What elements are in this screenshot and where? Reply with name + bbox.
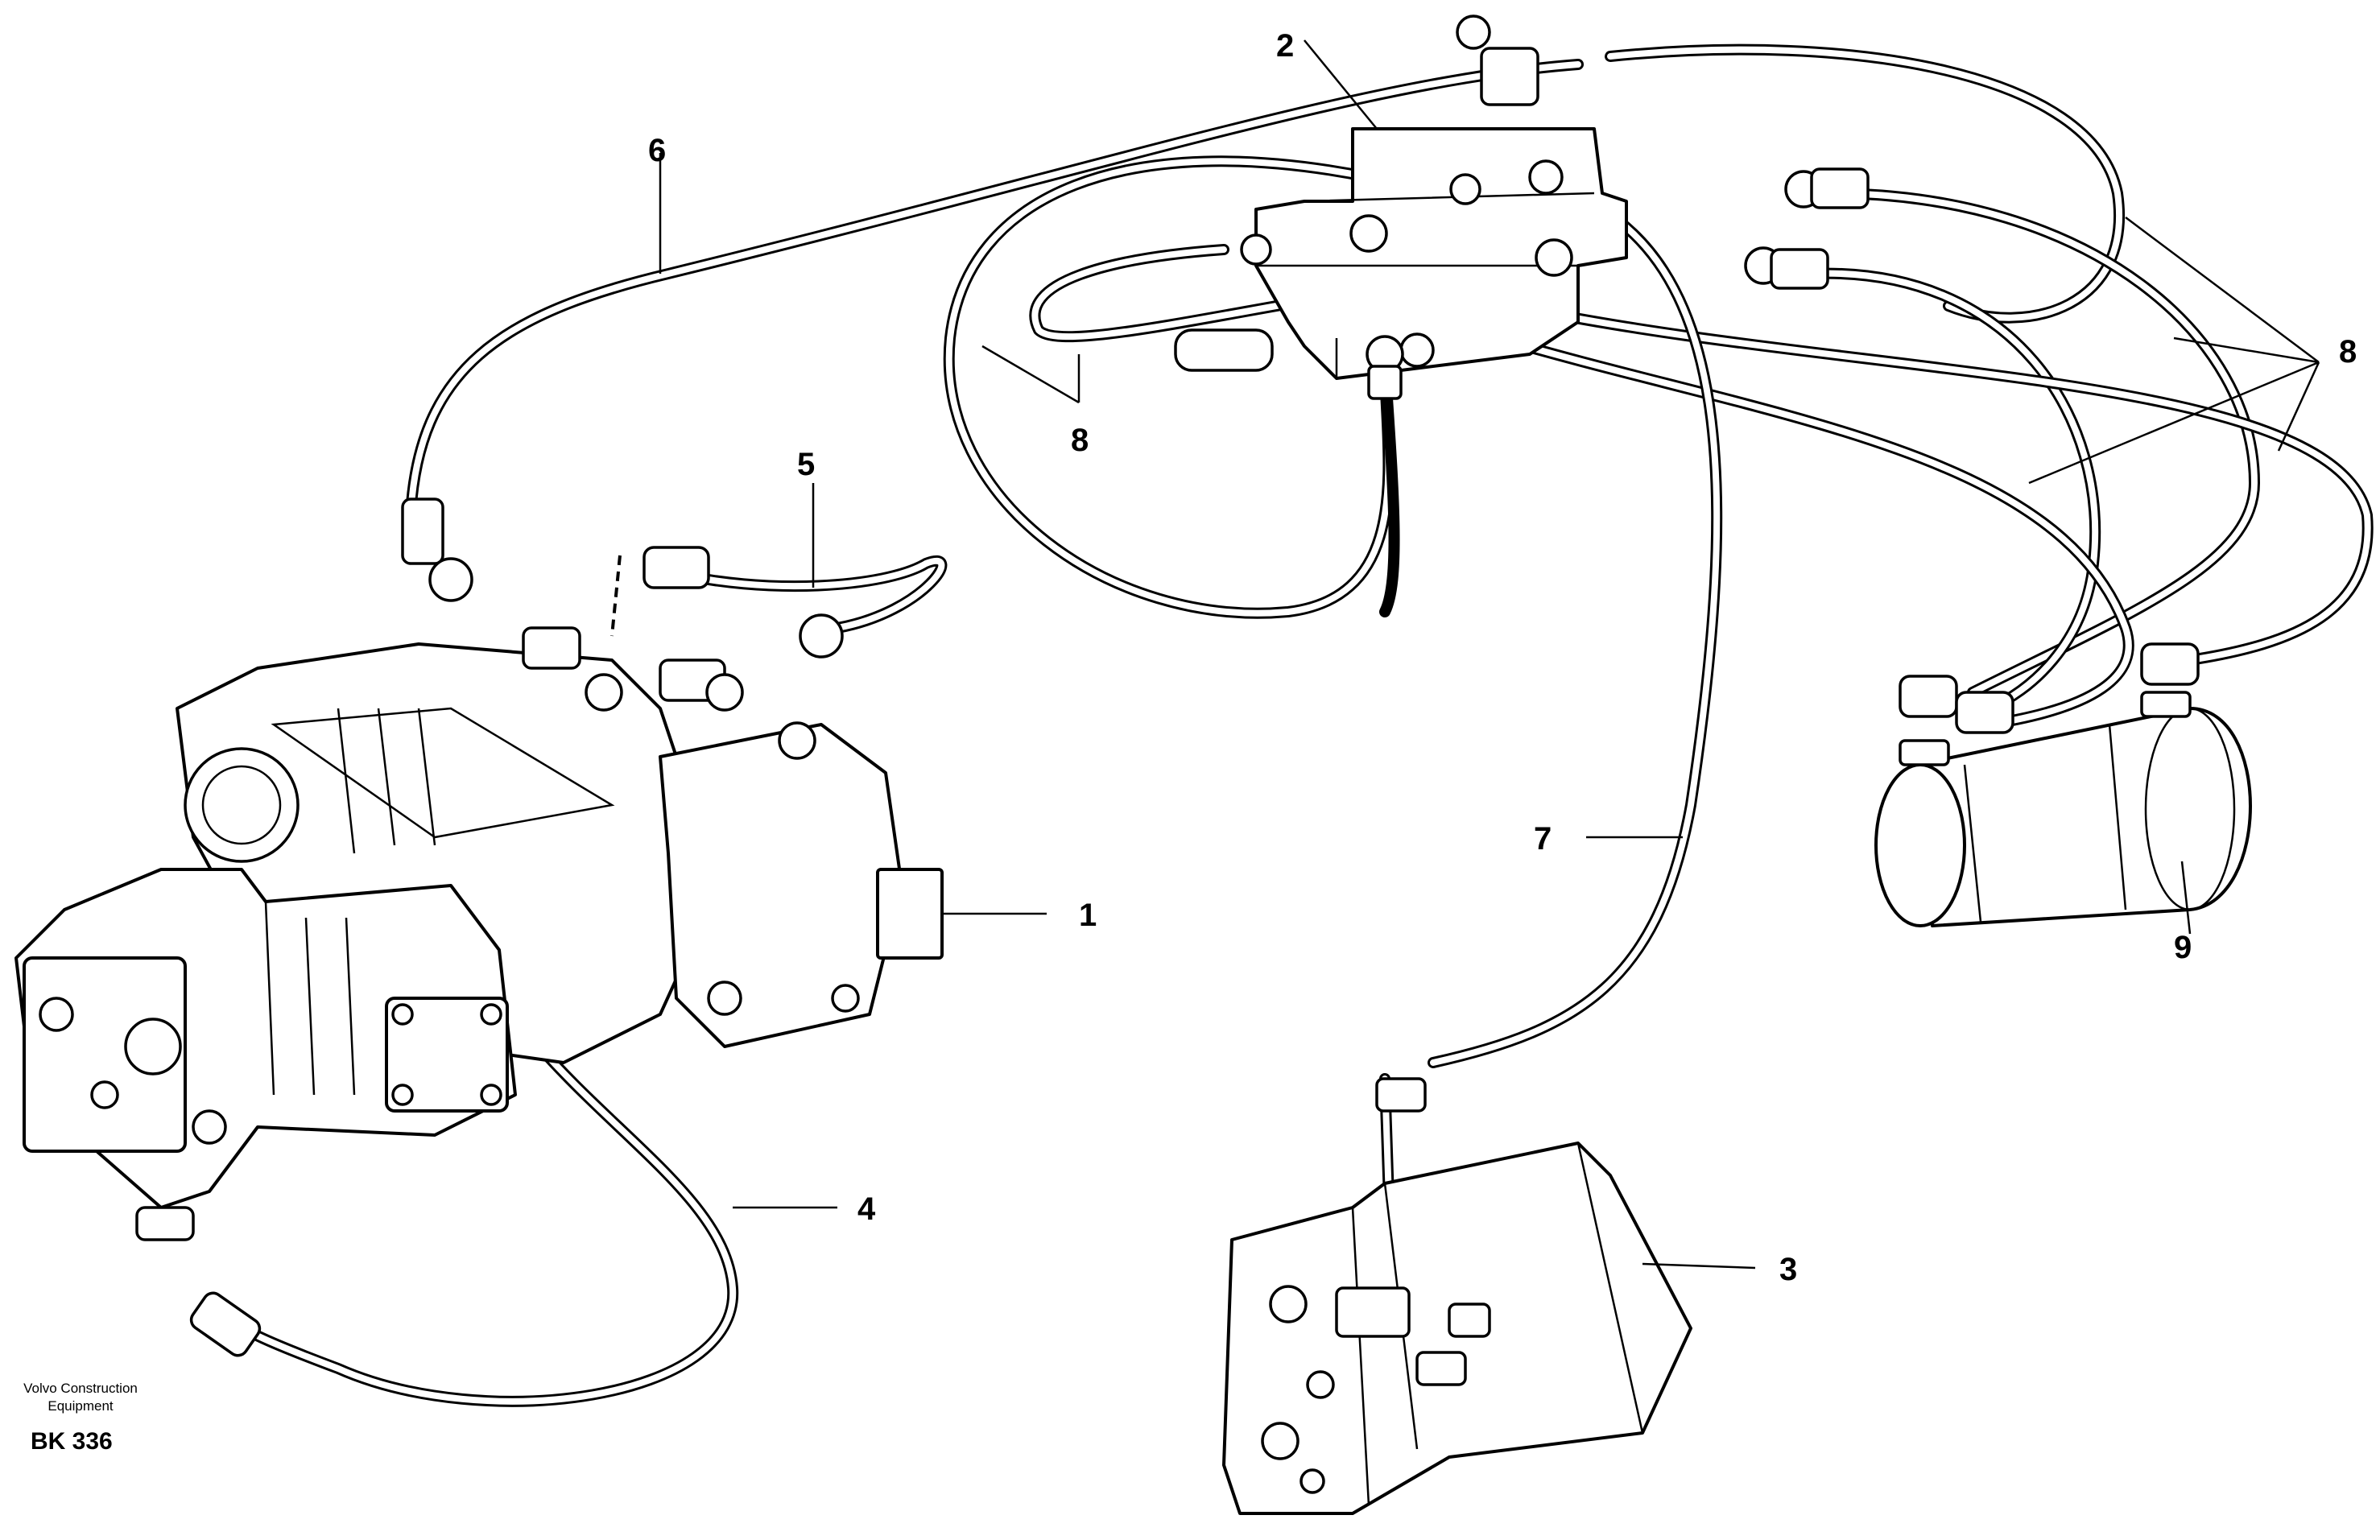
diagram-code: BK 336 — [31, 1428, 113, 1455]
hose-6 — [405, 59, 1584, 521]
callout-6: 6 — [648, 133, 666, 168]
publisher-line-1: Volvo Construction — [23, 1381, 138, 1396]
hose-8-to-tank-b — [1806, 267, 2101, 714]
valve-block — [1174, 14, 1870, 400]
callout-3: 3 — [1779, 1252, 1797, 1287]
hose-8-to-tank-d — [1492, 332, 2134, 730]
hose-5 — [610, 555, 948, 637]
hose-8-inner — [1029, 244, 1431, 343]
hose-8-to-tank-c — [1508, 300, 2374, 666]
main-pump-assembly — [14, 498, 944, 1357]
callout-5: 5 — [797, 447, 815, 482]
hose-7 — [1428, 188, 1723, 1068]
callout-1: 1 — [1079, 898, 1097, 933]
callout-4: 4 — [857, 1191, 876, 1227]
callout-8-left: 8 — [1071, 423, 1089, 458]
callout-9: 9 — [2174, 930, 2192, 965]
callout-7: 7 — [1534, 821, 1552, 857]
hose-8-left-loop — [943, 155, 1395, 619]
callout-2: 2 — [1276, 28, 1294, 64]
callout-8-right: 8 — [2339, 334, 2357, 370]
leader-lines — [659, 39, 2320, 1270]
publisher-line-2: Equipment — [48, 1398, 114, 1414]
travel-motor — [1222, 1077, 1692, 1515]
accumulator-cylinder — [1874, 642, 2252, 927]
hose-8-right-loop — [1605, 43, 2125, 324]
